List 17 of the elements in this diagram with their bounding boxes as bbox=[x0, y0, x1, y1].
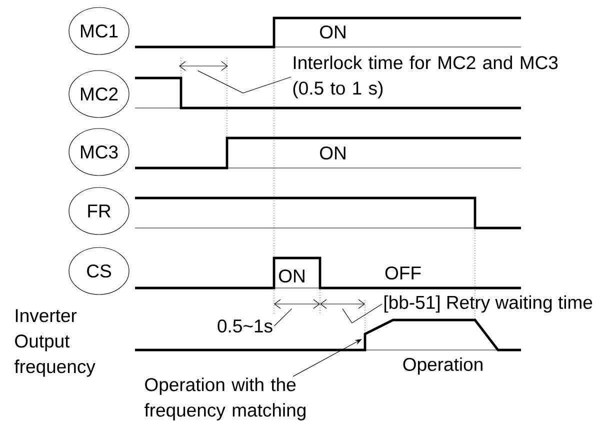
leader-line bbox=[292, 339, 362, 377]
axis-label: Inverter Output frequency bbox=[14, 309, 96, 377]
dimension-arrow bbox=[179, 61, 228, 71]
state-label: Operation bbox=[403, 357, 482, 375]
annotation-text: 0.5~1s bbox=[218, 319, 272, 333]
state-label: OFF bbox=[385, 266, 421, 280]
leader-line bbox=[342, 304, 382, 324]
annotation-text: [bb-51] Retry waiting time bbox=[384, 295, 592, 313]
leader-line bbox=[198, 70, 292, 94]
state-label: ON bbox=[320, 146, 346, 160]
state-label: ON bbox=[279, 269, 304, 283]
leader-line bbox=[274, 308, 292, 326]
annotation-text: Operation with the frequency matching bbox=[144, 378, 306, 420]
state-label: ON bbox=[320, 25, 346, 39]
annotation-text: Interlock time for MC2 and MC3 (0.5 to 1 s) bbox=[293, 56, 558, 98]
dimension-arrow bbox=[274, 299, 320, 309]
dimension-arrow bbox=[320, 299, 366, 309]
